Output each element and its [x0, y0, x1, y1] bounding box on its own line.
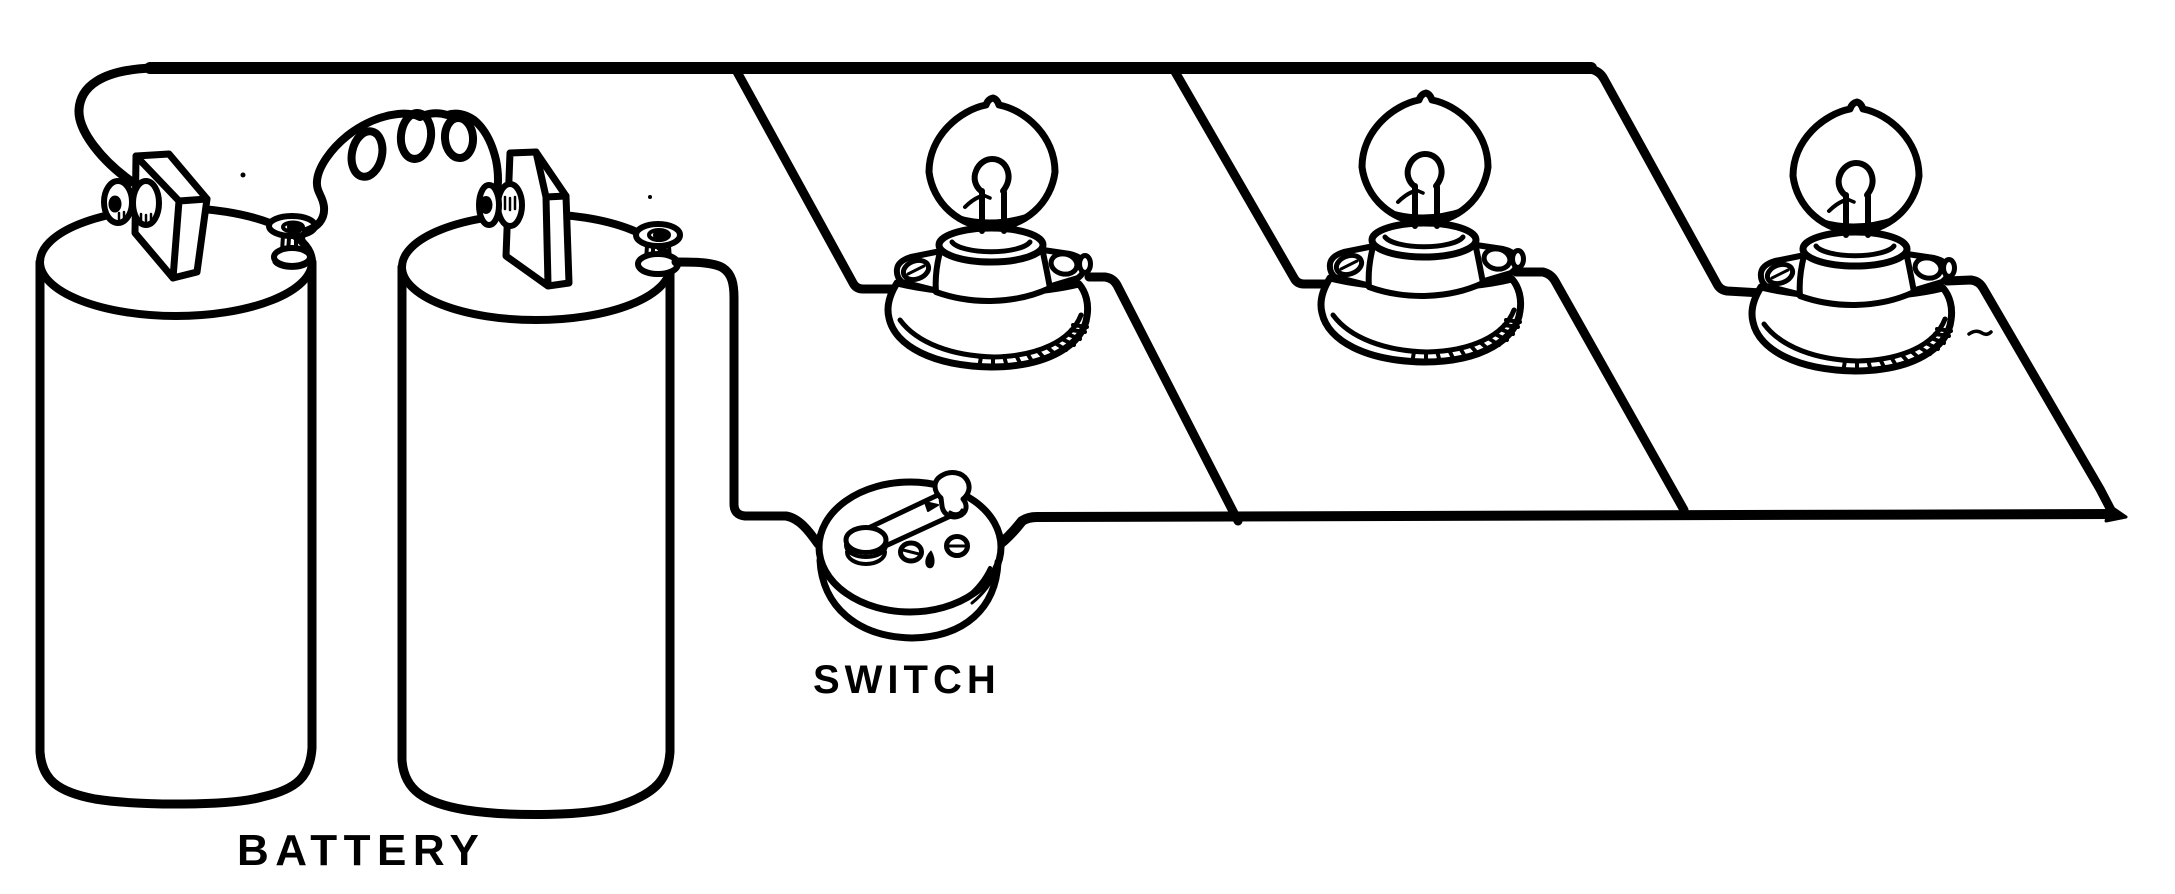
svg-text:SWITCH: SWITCH: [813, 658, 1001, 702]
svg-text:BATTERY: BATTERY: [237, 826, 485, 875]
